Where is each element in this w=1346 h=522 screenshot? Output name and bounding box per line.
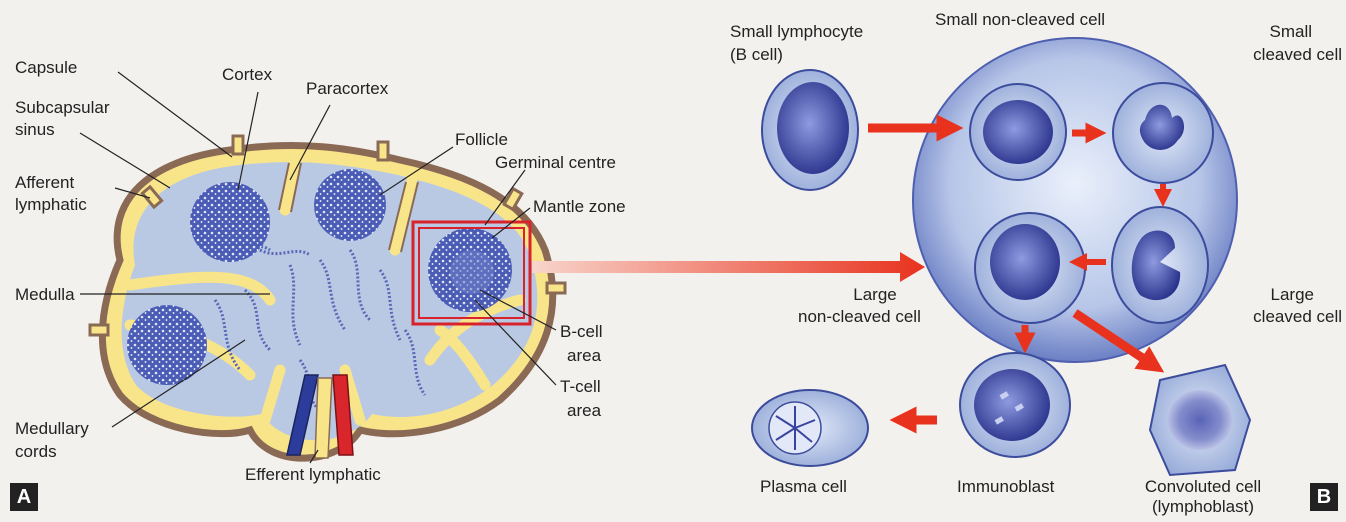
cell-immunoblast: [960, 353, 1070, 457]
label-large-cleaved-1: Large: [1271, 285, 1314, 305]
panel-tag-b: B: [1310, 483, 1338, 511]
label-immunoblast: Immunoblast: [957, 477, 1054, 497]
panel-tag-a: A: [10, 483, 38, 511]
label-afferent-1: Afferent: [15, 173, 74, 193]
label-tcell-2: area: [567, 401, 601, 421]
cell-large-cleaved: [1112, 207, 1208, 323]
label-small-noncleaved: Small non-cleaved cell: [935, 10, 1105, 30]
label-large-noncleaved-2: non-cleaved cell: [798, 307, 921, 327]
label-plasma: Plasma cell: [760, 477, 847, 497]
label-cortex: Cortex: [222, 65, 272, 85]
label-convoluted-2: (lymphoblast): [1128, 497, 1278, 517]
label-paracortex: Paracortex: [306, 79, 388, 99]
follicle-cortex: [190, 182, 270, 262]
label-cords-1: Medullary: [15, 419, 89, 439]
label-efferent: Efferent lymphatic: [245, 465, 381, 485]
germinal-centre: [450, 250, 494, 294]
cell-convoluted: [1150, 365, 1250, 475]
label-follicle: Follicle: [455, 130, 508, 150]
cell-plasma: [752, 390, 868, 466]
label-cords-2: cords: [15, 442, 57, 462]
label-bcell-1: B-cell: [560, 322, 603, 342]
follicle-upper: [314, 169, 386, 241]
label-convoluted-1: Convoluted cell: [1128, 477, 1278, 497]
label-bcell-2: area: [567, 346, 601, 366]
label-small-lymphocyte-1: Small lymphocyte: [730, 22, 863, 42]
cell-small-cleaved: [1113, 83, 1213, 183]
label-medulla: Medulla: [15, 285, 75, 305]
label-small-cleaved-1: Small: [1269, 22, 1312, 42]
zoom-arrow: [532, 252, 925, 282]
label-afferent-2: lymphatic: [15, 195, 87, 215]
cell-small-lymphocyte: [762, 70, 858, 190]
label-germinal: Germinal centre: [495, 153, 616, 173]
bcell-maturation-diagram: [752, 38, 1250, 475]
label-mantle: Mantle zone: [533, 197, 626, 217]
label-large-cleaved-2: cleaved cell: [1253, 307, 1342, 327]
label-tcell-1: T-cell: [560, 377, 601, 397]
label-subcapsular-1: Subcapsular: [15, 98, 110, 118]
label-capsule: Capsule: [15, 58, 77, 78]
label-large-noncleaved-1: Large: [815, 285, 935, 305]
cell-large-noncleaved: [975, 213, 1085, 323]
cell-small-noncleaved: [970, 84, 1066, 180]
label-small-lymphocyte-2: (B cell): [730, 45, 783, 65]
label-subcapsular-2: sinus: [15, 120, 55, 140]
label-small-cleaved-2: cleaved cell: [1253, 45, 1342, 65]
